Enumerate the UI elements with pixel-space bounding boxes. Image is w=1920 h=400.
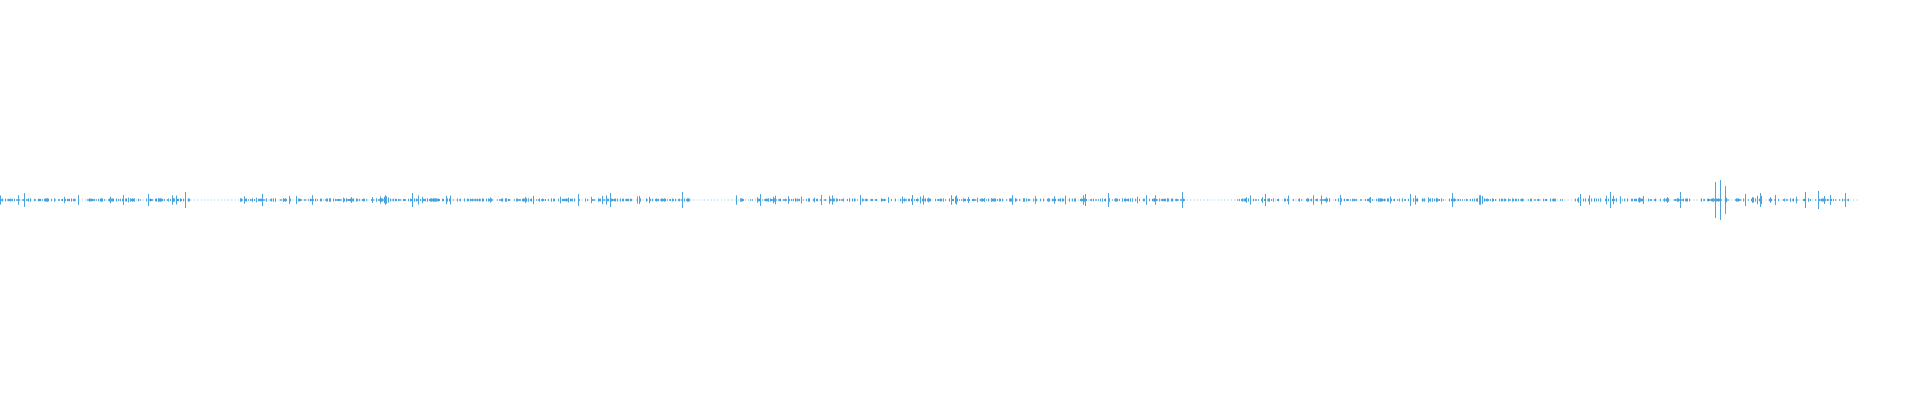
waveform-samples (0, 180, 1849, 220)
